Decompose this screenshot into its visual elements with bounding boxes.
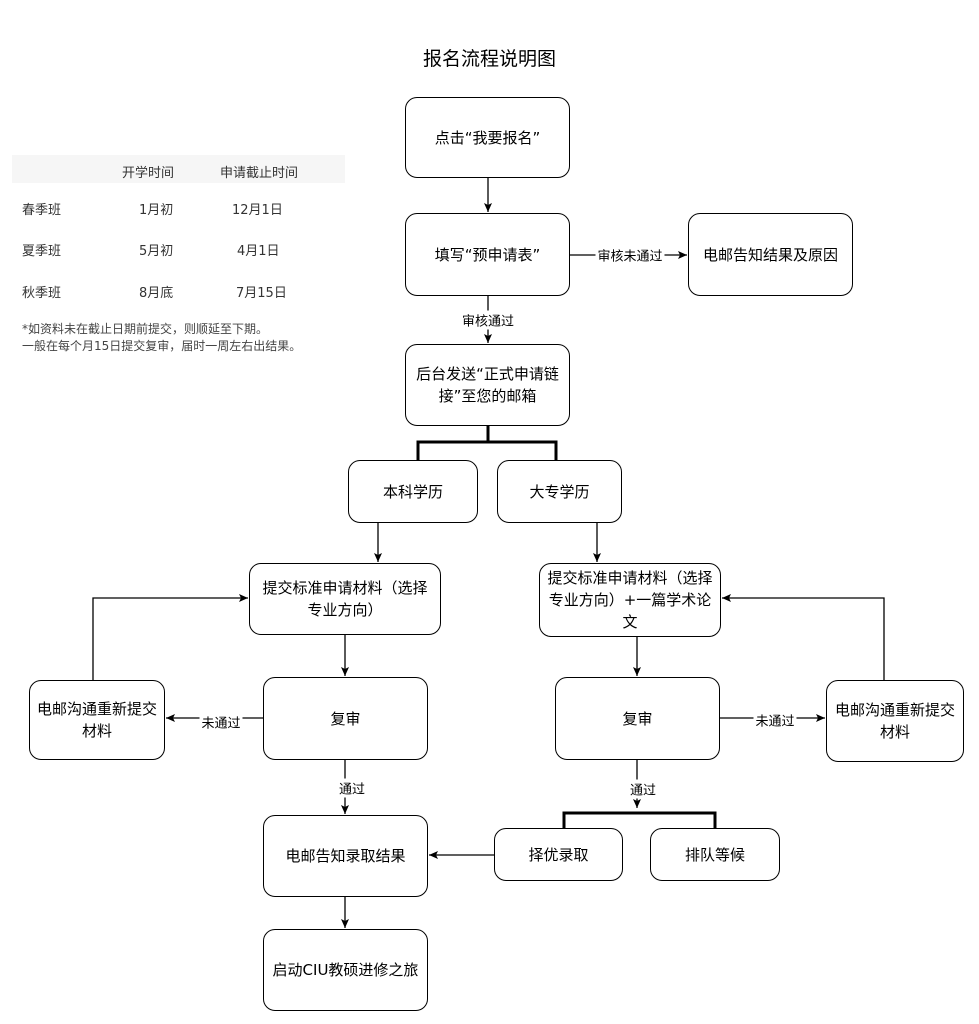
bracket-education xyxy=(416,440,558,460)
node-admit-notice: 电邮告知录取结果 xyxy=(263,815,428,897)
node-bachelor: 本科学历 xyxy=(348,460,478,523)
node-resubmit-right: 电邮沟通重新提交材料 xyxy=(826,680,964,762)
bracket-outcome xyxy=(562,811,717,828)
label-pre-fail: 审核未通过 xyxy=(595,245,665,265)
node-reject-notice: 电邮告知结果及原因 xyxy=(688,213,853,296)
node-merit: 择优录取 xyxy=(494,828,623,881)
node-submit-paper: 提交标准申请材料（选择专业方向）+一篇学术论文 xyxy=(539,563,721,637)
row-deadline: 12月1日 xyxy=(232,203,283,218)
node-send-link: 后台发送“正式申请链接”至您的邮箱 xyxy=(405,344,570,426)
row-start: 1月初 xyxy=(139,203,174,218)
label-right-fail: 未通过 xyxy=(753,710,797,730)
node-submit-standard: 提交标准申请材料（选择专业方向） xyxy=(249,563,441,635)
node-review-right: 复审 xyxy=(555,677,720,760)
note-1: *如资料未在截止日期前提交，则顺延至下期。 xyxy=(22,322,269,336)
label-right-pass: 通过 xyxy=(627,779,659,799)
edge-resubmit-submit-left xyxy=(92,594,248,680)
label-pre-pass: 审核通过 xyxy=(459,310,517,330)
note-2: 一般在每个月15日提交复审，届时一周左右出结果。 xyxy=(22,339,302,353)
header-deadline: 申请截止时间 xyxy=(220,166,299,181)
header-start: 开学时间 xyxy=(122,166,175,181)
node-college: 大专学历 xyxy=(497,460,622,523)
label-left-fail: 未通过 xyxy=(199,712,243,732)
row-name: 春季班 xyxy=(22,203,62,218)
node-waitlist: 排队等候 xyxy=(650,828,780,881)
node-resubmit-left: 电邮沟通重新提交材料 xyxy=(29,680,165,760)
row-deadline: 7月15日 xyxy=(236,286,287,301)
row-name: 秋季班 xyxy=(22,286,62,301)
edge-resubmit-submit-right xyxy=(722,594,885,680)
row-start: 5月初 xyxy=(139,244,174,259)
row-deadline: 4月1日 xyxy=(237,244,280,259)
node-review-left: 复审 xyxy=(263,677,428,760)
table-header-row xyxy=(12,155,345,183)
node-journey: 启动CIU教硕进修之旅 xyxy=(263,929,428,1011)
row-start: 8月底 xyxy=(139,286,174,301)
row-name: 夏季班 xyxy=(22,244,62,259)
node-pre-form: 填写“预申请表” xyxy=(405,213,570,296)
node-start: 点击“我要报名” xyxy=(405,97,570,178)
label-left-pass: 通过 xyxy=(336,778,368,798)
diagram-title: 报名流程说明图 xyxy=(422,48,556,70)
